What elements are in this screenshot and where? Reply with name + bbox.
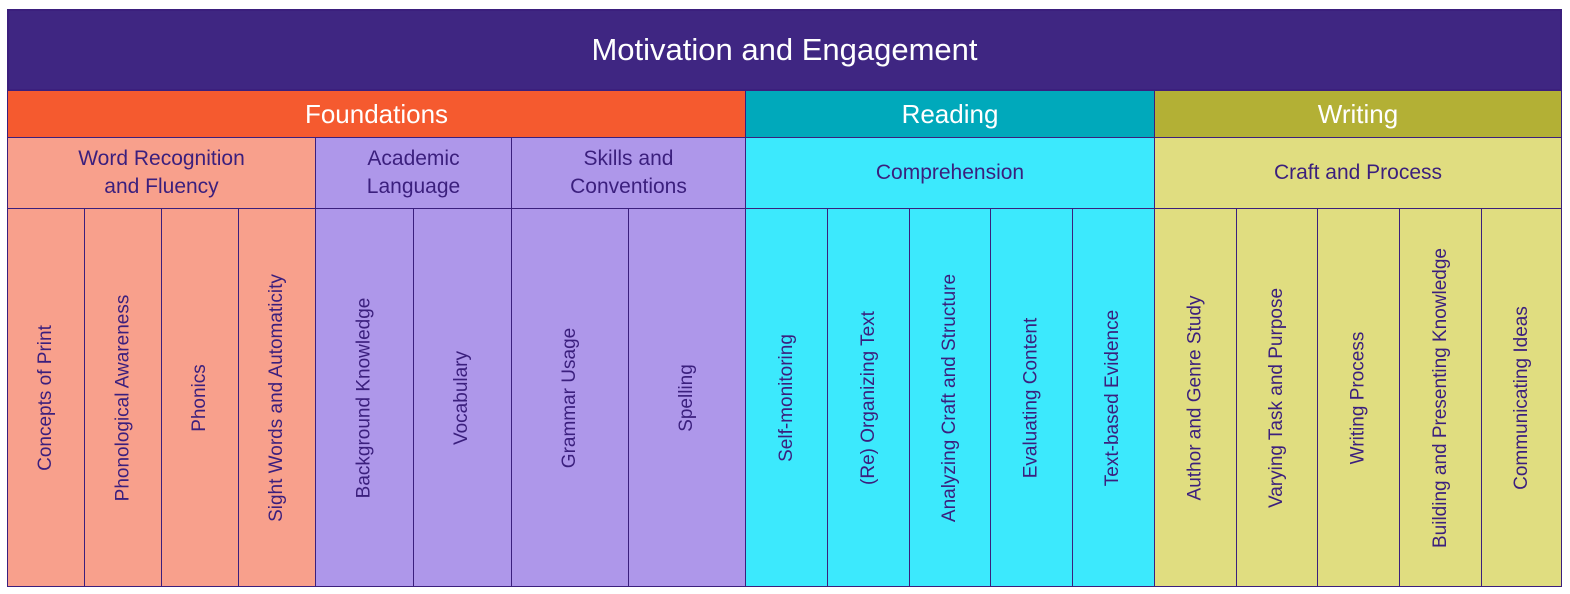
subcategory-comprehension: Comprehension bbox=[745, 137, 1155, 209]
subcategory-line: Academic bbox=[367, 147, 460, 170]
title-text: Motivation and Engagement bbox=[591, 32, 978, 67]
skill-phonics: Phonics bbox=[161, 208, 239, 587]
skill-building-presenting-knowledge: Building and Presenting Knowledge bbox=[1399, 208, 1482, 587]
title-banner: Motivation and Engagement bbox=[7, 9, 1562, 91]
skill-varying-task-purpose: Varying Task and Purpose bbox=[1236, 208, 1318, 587]
skill-label: Analyzing Craft and Structure bbox=[939, 273, 960, 522]
skill-label: Author and Genre Study bbox=[1184, 295, 1206, 500]
category-label: Writing bbox=[1317, 98, 1399, 129]
category-label: Reading bbox=[901, 98, 999, 129]
subcategory-craft-process: Craft and Process bbox=[1154, 137, 1562, 209]
skill-re-organizing-text: (Re) Organizing Text bbox=[827, 208, 910, 587]
skill-phonological-awareness: Phonological Awareness bbox=[84, 208, 162, 587]
skill-writing-process: Writing Process bbox=[1317, 208, 1400, 587]
skill-label: Phonics bbox=[188, 363, 210, 432]
subcategory-line: Word Recognition bbox=[78, 147, 245, 170]
subcategory-line: Conventions bbox=[570, 175, 687, 198]
skill-label: Grammar Usage bbox=[559, 327, 581, 468]
skill-grammar-usage: Grammar Usage bbox=[511, 208, 629, 587]
skill-label: Self-monitoring bbox=[775, 333, 797, 462]
skill-concepts-of-print: Concepts of Print bbox=[7, 208, 85, 587]
subcategory-line: and Fluency bbox=[104, 175, 219, 198]
category-writing: Writing bbox=[1154, 90, 1562, 138]
skill-author-genre-study: Author and Genre Study bbox=[1154, 208, 1237, 587]
skill-text-based-evidence: Text-based Evidence bbox=[1072, 208, 1155, 587]
skill-label: Writing Process bbox=[1347, 331, 1369, 464]
skill-label: Background Knowledge bbox=[353, 297, 375, 498]
skill-label: Vocabulary bbox=[451, 350, 473, 445]
skill-label: Evaluating Content bbox=[1020, 317, 1042, 478]
skill-label: Concepts of Print bbox=[35, 324, 56, 471]
subcategory-word-recognition: Word Recognition and Fluency bbox=[7, 137, 316, 209]
skill-label: (Re) Organizing Text bbox=[857, 310, 879, 485]
subcategory-line: Skills and bbox=[583, 147, 674, 170]
skill-sight-words: Sight Words and Automaticity bbox=[238, 208, 316, 587]
skill-label: Communicating Ideas bbox=[1510, 305, 1532, 490]
skill-label: Phonological Awareness bbox=[112, 294, 133, 501]
subcategory-line: Language bbox=[366, 175, 461, 198]
subcategory-label: Comprehension bbox=[875, 161, 1025, 184]
skill-evaluating-content: Evaluating Content bbox=[990, 208, 1073, 587]
skill-label: Building and Presenting Knowledge bbox=[1429, 247, 1451, 548]
skill-background-knowledge: Background Knowledge bbox=[315, 208, 414, 587]
skill-communicating-ideas: Communicating Ideas bbox=[1481, 208, 1562, 587]
skill-self-monitoring: Self-monitoring bbox=[745, 208, 828, 587]
subcategory-label: Craft and Process bbox=[1273, 161, 1443, 184]
skill-label: Varying Task and Purpose bbox=[1266, 287, 1288, 508]
skill-analyzing-craft: Analyzing Craft and Structure bbox=[909, 208, 991, 587]
category-reading: Reading bbox=[745, 90, 1155, 138]
skill-label: Spelling bbox=[675, 363, 697, 432]
category-foundations: Foundations bbox=[7, 90, 746, 138]
skill-label: Sight Words and Automaticity bbox=[266, 273, 288, 522]
skill-label: Text-based Evidence bbox=[1102, 309, 1124, 486]
skill-vocabulary: Vocabulary bbox=[413, 208, 512, 587]
skill-spelling: Spelling bbox=[628, 208, 746, 587]
category-label: Foundations bbox=[304, 98, 449, 129]
